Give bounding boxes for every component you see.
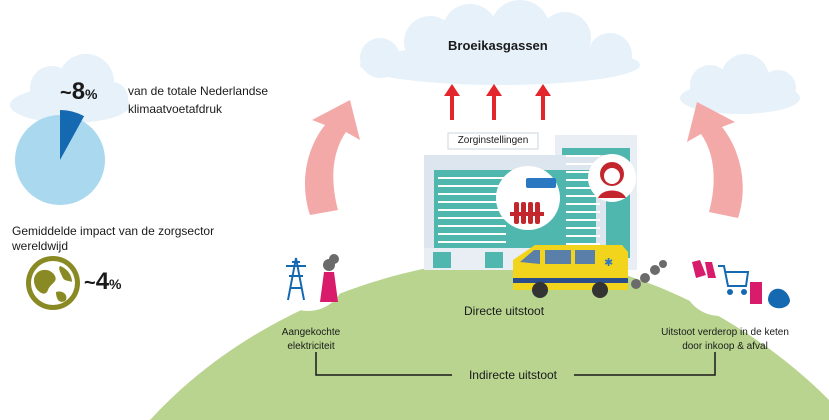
globe-icon: [26, 256, 80, 310]
value-prefix: ~: [84, 272, 96, 294]
indirect-bracket: [315, 352, 716, 376]
purchased-electricity-label: Aangekochte elektriciteit: [281, 327, 341, 352]
pie-slice: [60, 110, 85, 160]
direct-emissions-label: Directe uitstoot: [464, 304, 545, 318]
svg-text:✱: ✱: [604, 256, 613, 269]
value-prefix: ~: [60, 82, 72, 104]
purchase-waste-icon: [682, 240, 790, 316]
indirect-emissions-label: Indirecte uitstoot: [468, 368, 558, 382]
building-label: Zorginstellingen: [457, 135, 529, 146]
ambulance: ✱: [513, 245, 628, 298]
downstream-emissions-label: Uitstoot verderop in de keten door inkoo…: [661, 327, 789, 352]
value-number: 8: [71, 78, 86, 105]
global-stat-caption: Gemiddelde impact van de zorgsector were…: [12, 224, 215, 253]
cloud-left: [10, 54, 130, 123]
value-unit: %: [85, 86, 98, 102]
value-number: 4: [95, 268, 110, 295]
emission-arrow-left: [305, 100, 360, 215]
netherlands-pie-chart: [15, 110, 105, 205]
power-plant-icon: [270, 235, 346, 311]
radiator-airco-icon: [496, 166, 560, 230]
global-stat-value: ~4%: [84, 268, 122, 296]
anesthesia-mask-icon: [588, 154, 636, 202]
netherlands-stat-description: van de totale Nederlandse klimaatvoetafd…: [128, 84, 269, 116]
cloud-top: [360, 0, 640, 85]
value-unit: %: [109, 276, 122, 292]
building-sign: [447, 132, 539, 150]
netherlands-stat-value: ~8%: [60, 78, 98, 106]
exhaust-smoke: [631, 260, 667, 289]
greenhouse-label: Broeikasgassen: [448, 38, 548, 53]
emission-arrow-right: [687, 102, 743, 218]
hill: [150, 258, 829, 420]
greenhouse-arrows: [444, 84, 551, 120]
cloud-right: [680, 54, 800, 114]
